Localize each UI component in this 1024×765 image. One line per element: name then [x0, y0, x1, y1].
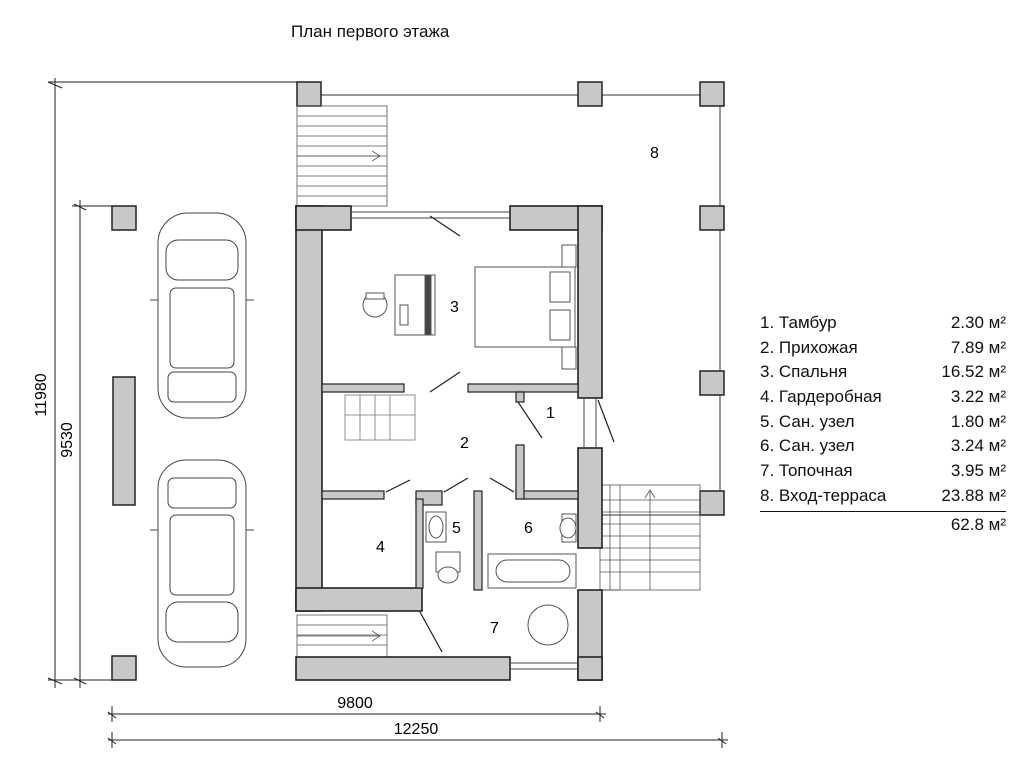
room-number-4: 4 — [376, 539, 385, 556]
room-number-7: 7 — [490, 620, 499, 637]
dimension-inner-width: 9800 — [337, 695, 373, 712]
legend-row: 6. Сан. узел 3.24 м² — [760, 434, 1006, 459]
column — [111, 205, 137, 231]
legend-room-name: 7. Топочная — [760, 461, 853, 481]
room-number-5: 5 — [452, 520, 461, 537]
legend-row: 3. Спальня 16.52 м² — [760, 360, 1006, 385]
legend-row: 7. Топочная 3.95 м² — [760, 459, 1006, 484]
side-stairs — [599, 484, 701, 591]
legend-room-name: 1. Тамбур — [760, 313, 837, 332]
legend-room-name: 2. Прихожая — [760, 337, 858, 357]
legend-room-area: 16.52 м² — [941, 362, 1006, 382]
legend-room-area: 3.24 м² — [950, 436, 1006, 456]
wall-right-mid — [577, 447, 603, 549]
top-stairs — [296, 105, 388, 207]
room-number-3: 3 — [450, 299, 459, 316]
carport-wall — [112, 376, 136, 506]
legend-room-area: 7.89 м² — [950, 337, 1006, 357]
room-number-1: 1 — [546, 405, 555, 422]
legend-room-area: 3.95 м² — [950, 461, 1006, 481]
legend-row: 2. Прихожая 7.89 м² — [760, 336, 1006, 361]
legend-row: 4. Гардеробная 3.22 м² — [760, 385, 1006, 410]
legend-room-name: 3. Спальня — [760, 362, 848, 382]
legend-room-name: 8. Вход-терраса — [760, 485, 887, 505]
legend-room-area: 2.30 м² — [950, 313, 1006, 332]
legend-divider — [760, 510, 1006, 512]
column — [699, 81, 725, 107]
room-legend: 1. Тамбур 2.30 м² 2. Прихожая 7.89 м² 3.… — [760, 311, 1006, 538]
wall-bottom-right — [577, 656, 603, 681]
legend-room-name: 6. Сан. узел — [760, 436, 855, 456]
wall-right-upper — [577, 205, 603, 399]
wall-bottom — [295, 656, 511, 681]
desk — [362, 274, 436, 336]
legend-room-area: 23.88 м² — [941, 485, 1006, 505]
door-swings — [385, 215, 615, 653]
column — [699, 490, 725, 516]
legend-total-area: 62.8 м² — [950, 514, 1006, 534]
room-number-8: 8 — [650, 145, 659, 162]
legend-row: 8. Вход-терраса 23.88 м² — [760, 484, 1006, 509]
legend-room-area: 1.80 м² — [950, 411, 1006, 431]
plan-title: План первого этажа — [291, 22, 450, 41]
car-bottom — [150, 459, 254, 668]
dimension-overall-width: 12250 — [394, 721, 439, 738]
wall-bottom-lower — [295, 587, 423, 612]
legend-row: 5. Сан. узел 1.80 м² — [760, 410, 1006, 435]
bed — [474, 244, 577, 370]
wall-top-left — [295, 205, 352, 231]
internal-stairs — [344, 394, 416, 441]
room-number-6: 6 — [524, 520, 533, 537]
legend-row: 1. Тамбур 2.30 м² — [760, 311, 1006, 336]
legend-room-name: 4. Гардеробная — [760, 387, 882, 407]
column — [577, 81, 603, 107]
room-number-2: 2 — [460, 435, 469, 452]
column — [699, 370, 725, 396]
dimension-lines — [47, 78, 728, 748]
fixtures — [425, 511, 577, 646]
column — [111, 655, 137, 681]
legend-room-area: 3.22 м² — [950, 387, 1006, 407]
car-top — [150, 212, 254, 419]
column — [296, 81, 322, 107]
columns — [111, 81, 725, 681]
legend-room-name: 5. Сан. узел — [760, 411, 855, 431]
walls — [295, 205, 603, 681]
dimension-inner-height: 9530 — [59, 422, 76, 458]
bottom-stairs — [296, 614, 388, 658]
interior-walls — [321, 383, 579, 591]
column — [699, 205, 725, 231]
dimension-overall-height: 11980 — [33, 373, 50, 416]
wall-left — [295, 205, 323, 612]
windows — [351, 211, 597, 670]
